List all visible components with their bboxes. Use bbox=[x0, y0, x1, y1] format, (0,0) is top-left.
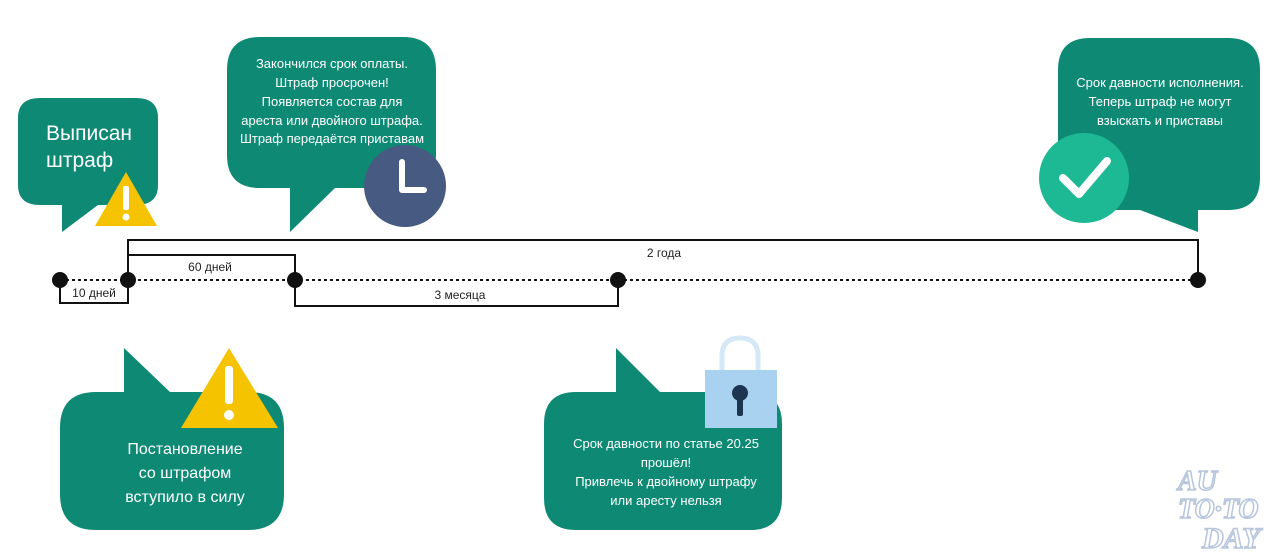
statute-text: Срок давности исполнения. Теперь штраф н… bbox=[1060, 74, 1260, 131]
effective-text: Постановление со штрафом вступило в силу bbox=[94, 438, 276, 510]
check-icon bbox=[1039, 133, 1129, 223]
issued-line-1: Выписан bbox=[46, 122, 132, 145]
issued-label: Выписан штраф bbox=[46, 120, 156, 175]
overdue-line-3: Появляется состав для bbox=[261, 93, 403, 109]
overdue-text: Закончился срок оплаты. Штраф просрочен!… bbox=[228, 55, 436, 149]
point-statute bbox=[1190, 272, 1206, 288]
overdue-line-4: ареста или двойного штрафа. bbox=[241, 112, 423, 128]
logo-line-2: TO·TO bbox=[1178, 494, 1259, 525]
interval-60-days: 60 дней bbox=[188, 260, 232, 274]
overdue-line-1: Закончился срок оплаты. bbox=[255, 56, 409, 71]
autotoday-logo: AU TO·TO DAY bbox=[1175, 465, 1264, 552]
bracket-3-months bbox=[294, 280, 619, 307]
bracket-2-years bbox=[127, 239, 1199, 280]
lock-icon bbox=[705, 335, 777, 428]
article-line-2: прошёл! bbox=[640, 454, 692, 470]
warning-icon bbox=[181, 348, 278, 428]
interval-2-years: 2 года bbox=[646, 246, 682, 260]
logo-line-3: DAY bbox=[1201, 522, 1263, 552]
point-overdue bbox=[287, 272, 303, 288]
clock-icon bbox=[364, 145, 446, 227]
interval-3-months: 3 месяца bbox=[434, 288, 486, 302]
point-effective bbox=[120, 272, 136, 288]
statute-line-1: Срок давности исполнения. bbox=[1076, 75, 1244, 90]
interval-10-days: 10 дней bbox=[72, 286, 116, 300]
article-line-1: Срок давности по статье 20.25 bbox=[573, 436, 759, 451]
logo-line-1: AU bbox=[1176, 466, 1219, 497]
point-article bbox=[610, 272, 626, 288]
bracket-10-days bbox=[59, 280, 129, 304]
effective-line-3: вступило в силу bbox=[125, 489, 245, 506]
effective-line-2: со штрафом bbox=[138, 465, 232, 482]
article-line-4: или аресту нельзя bbox=[610, 492, 722, 508]
warning-icon bbox=[95, 172, 157, 226]
article-text: Срок давности по статье 20.25 прошёл! Пр… bbox=[548, 435, 784, 510]
issued-line-2: штраф bbox=[46, 149, 114, 173]
effective-line-1: Постановление bbox=[127, 441, 243, 458]
point-issued bbox=[52, 272, 68, 288]
article-line-3: Привлечь к двойному штрафу bbox=[575, 473, 757, 489]
statute-line-3: взыскать и приставы bbox=[1096, 112, 1223, 128]
overdue-line-2: Штраф просрочен! bbox=[275, 74, 389, 90]
statute-line-2: Теперь штраф не могут bbox=[1088, 93, 1232, 109]
overdue-line-5: Штраф передаётся приставам bbox=[239, 131, 425, 147]
